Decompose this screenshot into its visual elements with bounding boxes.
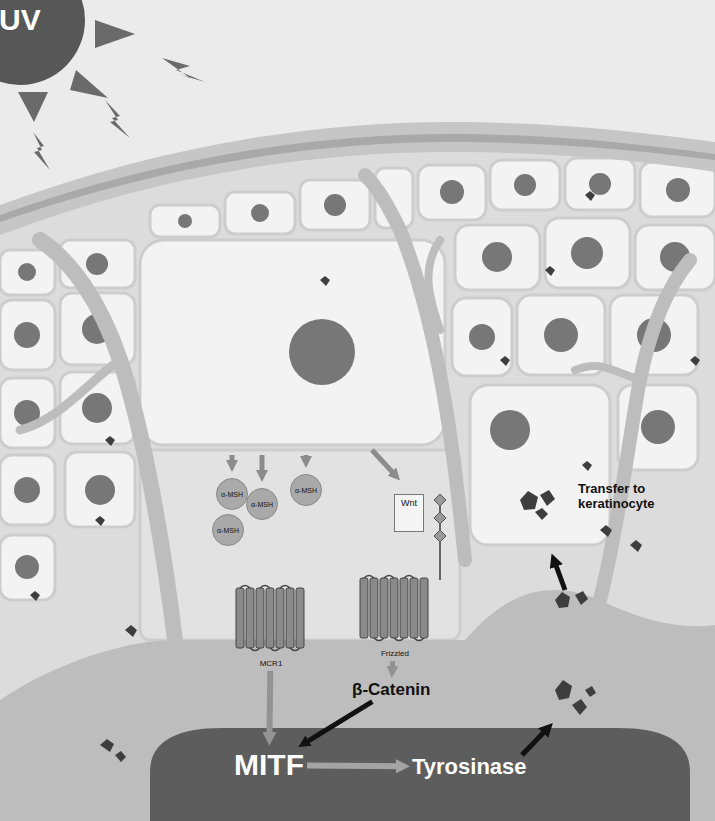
transfer-label: Transfer to keratinocyte bbox=[578, 482, 696, 512]
signal-arrow bbox=[307, 762, 403, 769]
node-text: α-MSH bbox=[217, 527, 239, 534]
receptor: MCR1 bbox=[230, 582, 312, 668]
receptor-helices bbox=[230, 582, 312, 654]
signal-arrow bbox=[390, 661, 396, 672]
node-text: MITF bbox=[234, 748, 304, 782]
hormone-circle: α-MSH bbox=[246, 488, 278, 520]
node-text: α-MSH bbox=[221, 491, 243, 498]
receptor-helices bbox=[352, 572, 438, 644]
receptor: Frizzled bbox=[352, 572, 438, 658]
sun-circle: UV bbox=[0, 0, 85, 85]
node-text: α-MSH bbox=[251, 501, 273, 508]
node-text: MCR1 bbox=[230, 659, 312, 668]
hormone-circle: α-MSH bbox=[290, 474, 322, 506]
protein-label: β-Catenin bbox=[352, 680, 430, 700]
node-text: Frizzled bbox=[352, 649, 438, 658]
node-text: β-Catenin bbox=[352, 680, 430, 700]
node-text: α-MSH bbox=[295, 487, 317, 494]
node-text: Tyrosinase bbox=[412, 754, 527, 780]
ligand-box: Wnt bbox=[394, 494, 424, 532]
signal-arrow bbox=[304, 702, 373, 744]
hormone-circle: α-MSH bbox=[216, 478, 248, 510]
gene-label: MITF bbox=[234, 748, 304, 782]
enzyme-label: Tyrosinase bbox=[412, 754, 527, 780]
node-text: Wnt bbox=[397, 498, 421, 508]
node-text: UV bbox=[0, 3, 41, 37]
signal-arrow bbox=[266, 671, 273, 739]
hormone-circle: α-MSH bbox=[212, 514, 244, 546]
